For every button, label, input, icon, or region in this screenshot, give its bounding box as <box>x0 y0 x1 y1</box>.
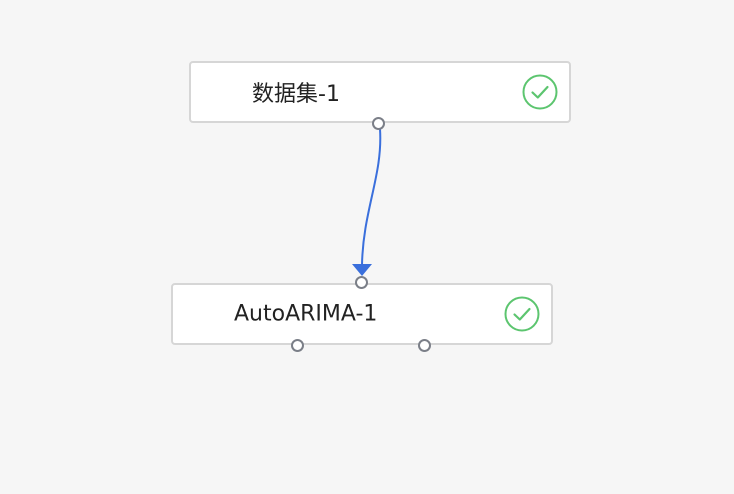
output-port[interactable] <box>372 117 385 130</box>
edge-arrowhead <box>352 264 372 276</box>
success-check-icon <box>522 74 558 110</box>
node-label: 数据集-1 <box>252 82 340 107</box>
edge-dataset-to-autoarima[interactable] <box>361 128 382 266</box>
input-port[interactable] <box>355 276 368 289</box>
node-autoarima-1[interactable]: AutoARIMA-1 <box>171 276 553 352</box>
output-port-1[interactable] <box>291 339 304 352</box>
output-port-2[interactable] <box>418 339 431 352</box>
success-check-icon <box>504 296 540 332</box>
node-dataset-1[interactable]: 数据集-1 <box>189 61 571 130</box>
node-label: AutoARIMA-1 <box>234 301 378 327</box>
